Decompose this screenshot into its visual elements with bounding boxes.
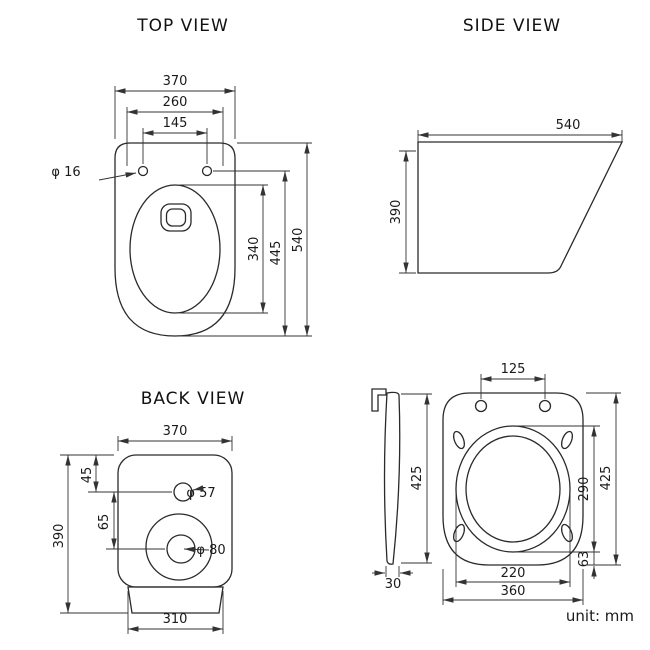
svg-text:310: 310 [163, 612, 188, 627]
dim-seat-width: 360 [442, 569, 584, 605]
dim-lid-thickness: 30 [372, 566, 413, 592]
dim-drain-offset: 65 [97, 492, 165, 550]
inlet-hole [173, 482, 193, 502]
svg-text:45: 45 [80, 467, 95, 484]
wall-bracket-icon [371, 388, 387, 412]
svg-text:125: 125 [501, 362, 526, 377]
toilet-side-outline [417, 141, 624, 274]
back-pedestal [127, 586, 224, 614]
top-view: 370 260 145 φ 16 340 445 [51, 74, 312, 337]
lid-side-profile [383, 391, 401, 565]
side-view: 540 390 [389, 118, 624, 274]
bumper-bottom-left [452, 523, 466, 543]
dim-hole-diameter: φ 16 [51, 165, 137, 181]
svg-text:540: 540 [556, 118, 581, 133]
trapway-cover [145, 513, 213, 581]
back-body [117, 454, 233, 588]
dim-side-depth: 540 [417, 118, 623, 142]
svg-text:390: 390 [389, 200, 404, 225]
seat-view: 30 425 125 290 [371, 362, 621, 605]
seat-body [442, 392, 584, 566]
dim-front-offset: 63 [577, 551, 597, 579]
svg-text:360: 360 [501, 584, 526, 599]
back-view: 370 390 45 65 φ 57 φ 80 [52, 424, 233, 634]
seat-opening-outer [455, 425, 571, 553]
seat-opening-inner [465, 435, 561, 543]
dim-lid-length: 425 [401, 393, 432, 564]
dim-back-width: 370 [117, 424, 233, 451]
hinge-hole-right [538, 399, 552, 413]
mounting-hole-right [201, 165, 213, 177]
dim-inlet-offset: 45 [80, 455, 172, 493]
mounting-hole-left [137, 165, 149, 177]
svg-text:220: 220 [501, 566, 526, 581]
dim-base-width: 310 [127, 591, 224, 634]
svg-text:30: 30 [385, 577, 402, 592]
hinge-hole-left [474, 399, 488, 413]
svg-text:145: 145 [163, 116, 188, 131]
unit-label: unit: mm [566, 607, 634, 625]
dim-drain-diameter: φ 80 [183, 543, 226, 558]
dim-opening-depth: 290 [516, 425, 600, 553]
toilet-top-outline [114, 142, 236, 337]
svg-text:370: 370 [163, 424, 188, 439]
seat-cover-outline [442, 392, 584, 566]
svg-text:260: 260 [163, 95, 188, 110]
top-view-title: TOP VIEW [136, 16, 229, 36]
flush-hole [160, 203, 192, 232]
svg-text:φ 80: φ 80 [196, 543, 225, 558]
dim-hinge-width: 260 [126, 95, 224, 166]
dim-opening-width: 220 [455, 494, 571, 587]
dim-inlet-diameter: φ 57 [186, 485, 216, 501]
toilet-back-outline [117, 454, 233, 614]
dim-rim-depth: 445 [213, 170, 290, 336]
svg-text:63: 63 [577, 551, 592, 568]
svg-text:340: 340 [247, 237, 262, 262]
svg-text:390: 390 [52, 524, 67, 549]
dim-top-width: 370 [114, 74, 236, 139]
bumper-bottom-right [560, 523, 574, 543]
back-view-title: BACK VIEW [141, 389, 246, 409]
dim-overall-depth: 540 [180, 142, 312, 337]
dim-hinge-spacing: 125 [480, 362, 546, 399]
svg-text:425: 425 [599, 466, 614, 491]
dim-back-height: 390 [52, 454, 128, 614]
bowl-outline [114, 142, 236, 337]
bumper-top-right [560, 430, 574, 450]
svg-text:65: 65 [97, 514, 112, 531]
svg-text:445: 445 [269, 241, 284, 266]
svg-text:φ 16: φ 16 [51, 165, 80, 180]
side-view-title: SIDE VIEW [463, 16, 561, 36]
dim-hole-spacing: 145 [142, 116, 208, 164]
dim-seat-length: 425 [586, 392, 621, 566]
svg-text:540: 540 [291, 228, 306, 253]
svg-text:370: 370 [163, 74, 188, 89]
svg-text:290: 290 [577, 477, 592, 502]
bumper-top-left [452, 430, 466, 450]
dim-side-height: 390 [389, 150, 416, 274]
seat-opening [129, 184, 221, 314]
dim-bowl-depth: 340 [180, 184, 268, 314]
svg-text:425: 425 [410, 466, 425, 491]
flush-hole-inner [165, 208, 187, 227]
